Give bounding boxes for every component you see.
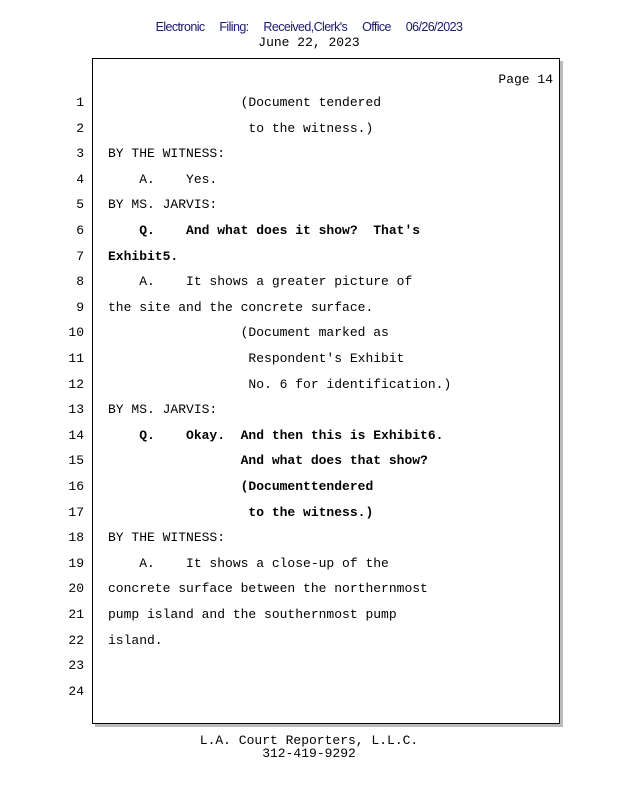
transcript-line-text: BY THE WITNESS: (108, 530, 226, 546)
line-number: 13 (68, 402, 84, 418)
line-number: 22 (68, 632, 84, 648)
line-number: 5 (76, 197, 84, 213)
line-number: 20 (68, 581, 84, 597)
transcript-line-text: Exhibit5. (108, 248, 179, 264)
line-number: 15 (68, 453, 84, 469)
line-number: 7 (76, 248, 84, 264)
transcript-line-text: (Documenttendered (108, 479, 374, 494)
filing-stamp: Electronic Filing: Received,Clerk's Offi… (155, 20, 463, 34)
transcript-line-text: A. It shows a greater picture of (108, 274, 413, 290)
line-number: 3 (76, 146, 84, 162)
line-number: 17 (68, 504, 84, 520)
line-number: 24 (68, 683, 84, 699)
transcript-line-text: BY MS. JARVIS: (108, 197, 218, 213)
transcript-line-text: island. (108, 632, 163, 648)
transcript-line-text: to the witness.) (108, 120, 374, 136)
footer-company: L.A. Court Reporters, L.L.C. (199, 733, 419, 748)
transcript-line-text: (Document marked as (108, 325, 389, 341)
transcript-line-text: concrete surface between the northernmos… (108, 581, 428, 597)
transcript-line-text: Respondent's Exhibit (108, 351, 405, 366)
transcript-date: June 22, 2023 (258, 35, 360, 50)
transcript-line-text: to the witness.) (108, 504, 374, 520)
transcript-line-text: pump island and the southernmost pump (108, 607, 397, 622)
line-number: 21 (68, 607, 84, 622)
transcript-line-text: A. It shows a close-up of the (108, 555, 389, 571)
transcript-line-text: A. Yes. (108, 171, 218, 187)
transcript-line-text: Q. Okay. And then this is Exhibit6. (108, 427, 444, 443)
line-number: 12 (68, 376, 84, 392)
line-number: 9 (76, 299, 84, 315)
line-number: 4 (76, 171, 84, 187)
line-number: 1 (76, 95, 84, 110)
line-number: 8 (76, 274, 84, 290)
transcript-line-text: BY MS. JARVIS: (108, 402, 218, 418)
transcript-line-text: BY THE WITNESS: (108, 146, 226, 162)
line-number: 23 (68, 658, 84, 674)
line-number: 11 (68, 351, 84, 366)
transcript-line-text: And what does that show? (108, 453, 428, 469)
line-number: 18 (68, 530, 84, 546)
line-number: 10 (68, 325, 84, 341)
line-number: 6 (76, 223, 84, 238)
transcript-line-text: Q. And what does it show? That's (108, 223, 421, 238)
line-number: 19 (68, 555, 84, 571)
transcript-line-text: the site and the concrete surface. (108, 299, 374, 315)
line-number: 2 (76, 120, 84, 136)
page-number: Page 14 (498, 72, 553, 87)
footer-phone: 312-419-9292 (262, 746, 356, 761)
transcript-line-text: No. 6 for identification.) (108, 376, 452, 392)
line-number: 16 (68, 479, 84, 494)
transcript-page: Page 14 (92, 58, 560, 724)
transcript-line-text: (Document tendered (108, 95, 382, 110)
line-number: 14 (68, 427, 84, 443)
